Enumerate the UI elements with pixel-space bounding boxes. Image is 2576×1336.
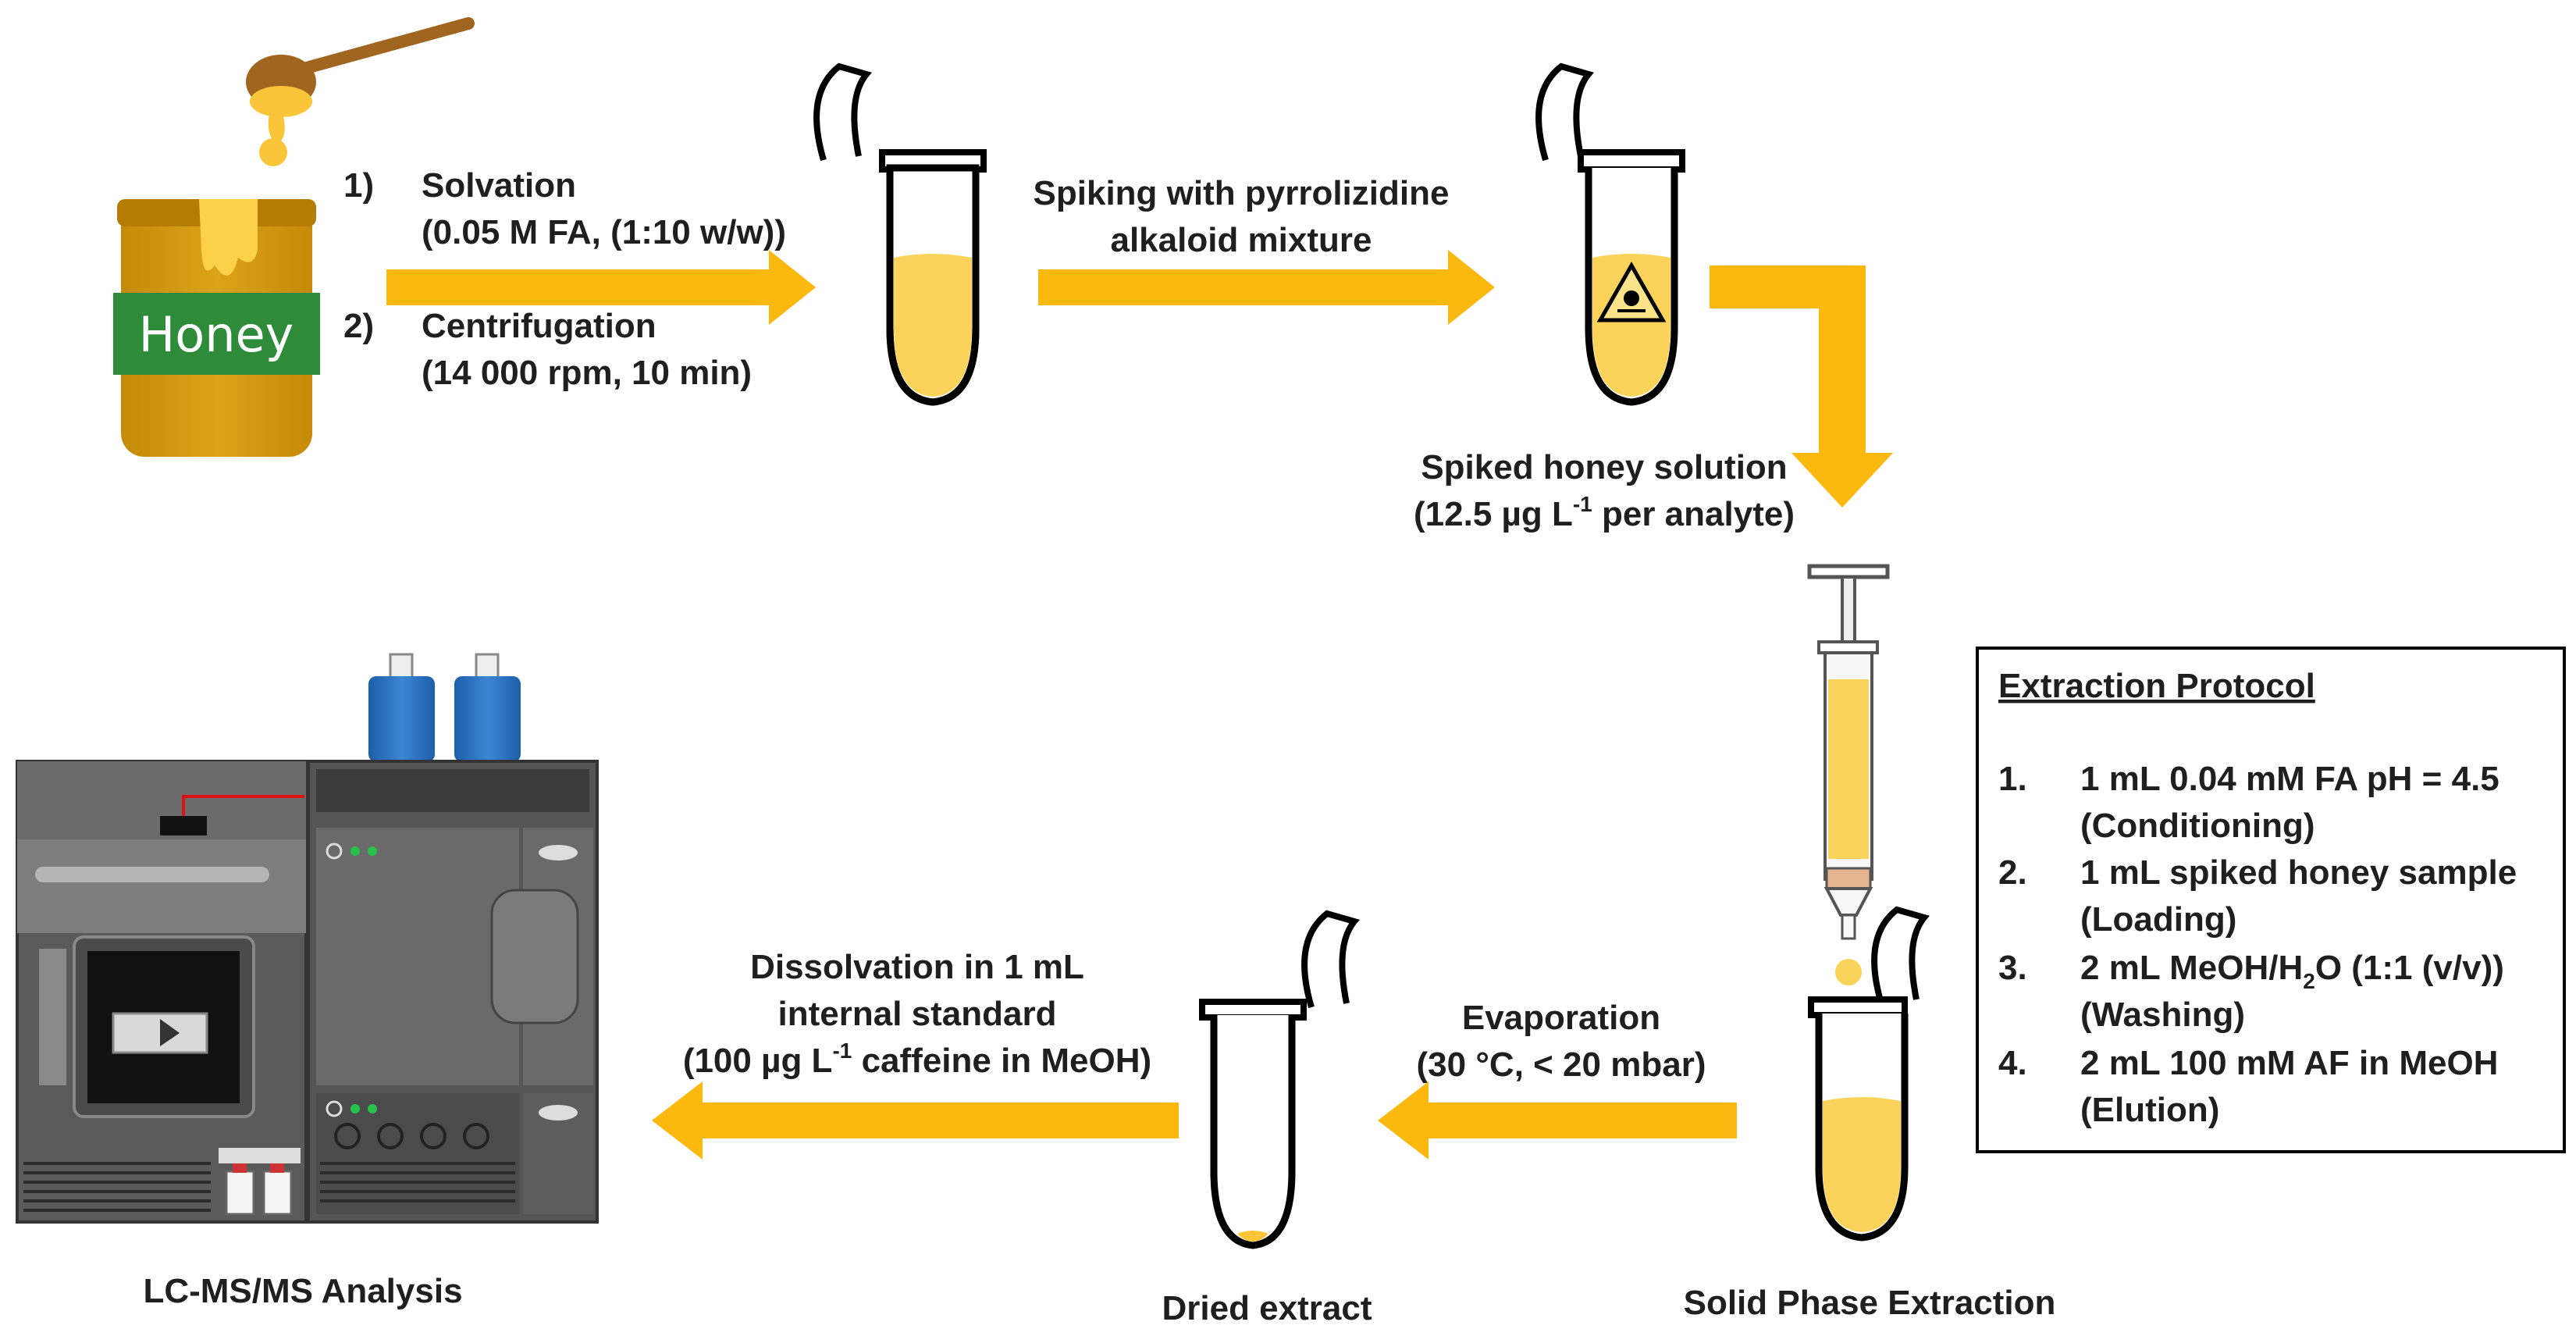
spiking-line1: Spiking with pyrrolizidine [1034,174,1450,212]
protocol-item-2-line1: 1 mL spiked honey sample [2080,853,2517,892]
honey-dipper-icon [246,17,475,166]
step2-detail: (14 000 rpm, 10 min) [422,354,752,392]
dissolution-line3: (100 µg L-1 caffeine in MeOH) [683,1039,1151,1080]
step2-number: 2) [343,307,374,345]
spe-cartridge-icon [1807,564,1890,985]
dissolution-line1: Dissolvation in 1 mL [750,948,1084,986]
honey-jar-icon: Honey [113,199,320,457]
caption-dried: Dried extract [1162,1289,1372,1327]
protocol-item-3-line1: 2 mL MeOH/H2O (1:1 (v/v)) [2080,949,2504,993]
toxic-hazard-icon [1596,261,1667,322]
protocol-item-3-line2: (Washing) [2080,996,2245,1034]
dissolution-line2: internal standard [778,995,1057,1033]
step1-detail: (0.05 M FA, (1:10 w/w)) [422,213,786,251]
step1-text: 1) Solvation (0.05 M FA, (1:10 w/w)) 2) … [343,166,786,392]
protocol-title: Extraction Protocol [1998,667,2315,705]
step1-number: 1) [343,166,374,205]
protocol-item-4-line2: (Elution) [2080,1091,2219,1129]
arrow-evaporation [1378,1081,1737,1160]
protocol-item-3-num: 3. [1998,949,2027,987]
evaporation-line2: (30 °C, < 20 mbar) [1417,1046,1706,1084]
protocol-item-4-line1: 2 mL 100 mM AF in MeOH [2080,1044,2498,1082]
honey-label: Honey [139,306,294,363]
extraction-protocol-box: Extraction Protocol 1. 1 mL 0.04 mM FA p… [1976,647,2566,1153]
tube-spe-icon [1808,906,1930,1242]
arrow-solvation [386,250,816,325]
protocol-item-2-num: 2. [1998,853,2027,892]
protocol-item-1-line2: (Conditioning) [2080,807,2315,845]
tube-spiked-icon [1535,62,1685,406]
protocol-item-2-line2: (Loading) [2080,900,2236,939]
spiked-line1: Spiked honey solution [1421,448,1787,486]
tube-dried-icon [1199,910,1361,1249]
spiking-line2: alkaloid mixture [1110,221,1372,259]
lcms-instrument-icon [16,653,599,1224]
arrow-dissolvation [652,1081,1179,1160]
evaporation-line1: Evaporation [1462,999,1660,1037]
protocol-item-1-line1: 1 mL 0.04 mM FA pH = 4.5 [2080,760,2500,798]
protocol-item-4-num: 4. [1998,1044,2027,1082]
caption-spe: Solid Phase Extraction [1684,1284,2056,1322]
protocol-item-1-num: 1. [1998,760,2027,798]
caption-lcms: LC-MS/MS Analysis [143,1272,462,1310]
arrow-spiking [1038,250,1495,325]
tube-solvated-icon [813,62,987,406]
step1-title: Solvation [422,166,576,205]
spiked-line2: (12.5 µg L-1 per analyte) [1414,492,1795,533]
step2-title: Centrifugation [422,307,656,345]
arrow-to-spe [1710,265,1893,508]
